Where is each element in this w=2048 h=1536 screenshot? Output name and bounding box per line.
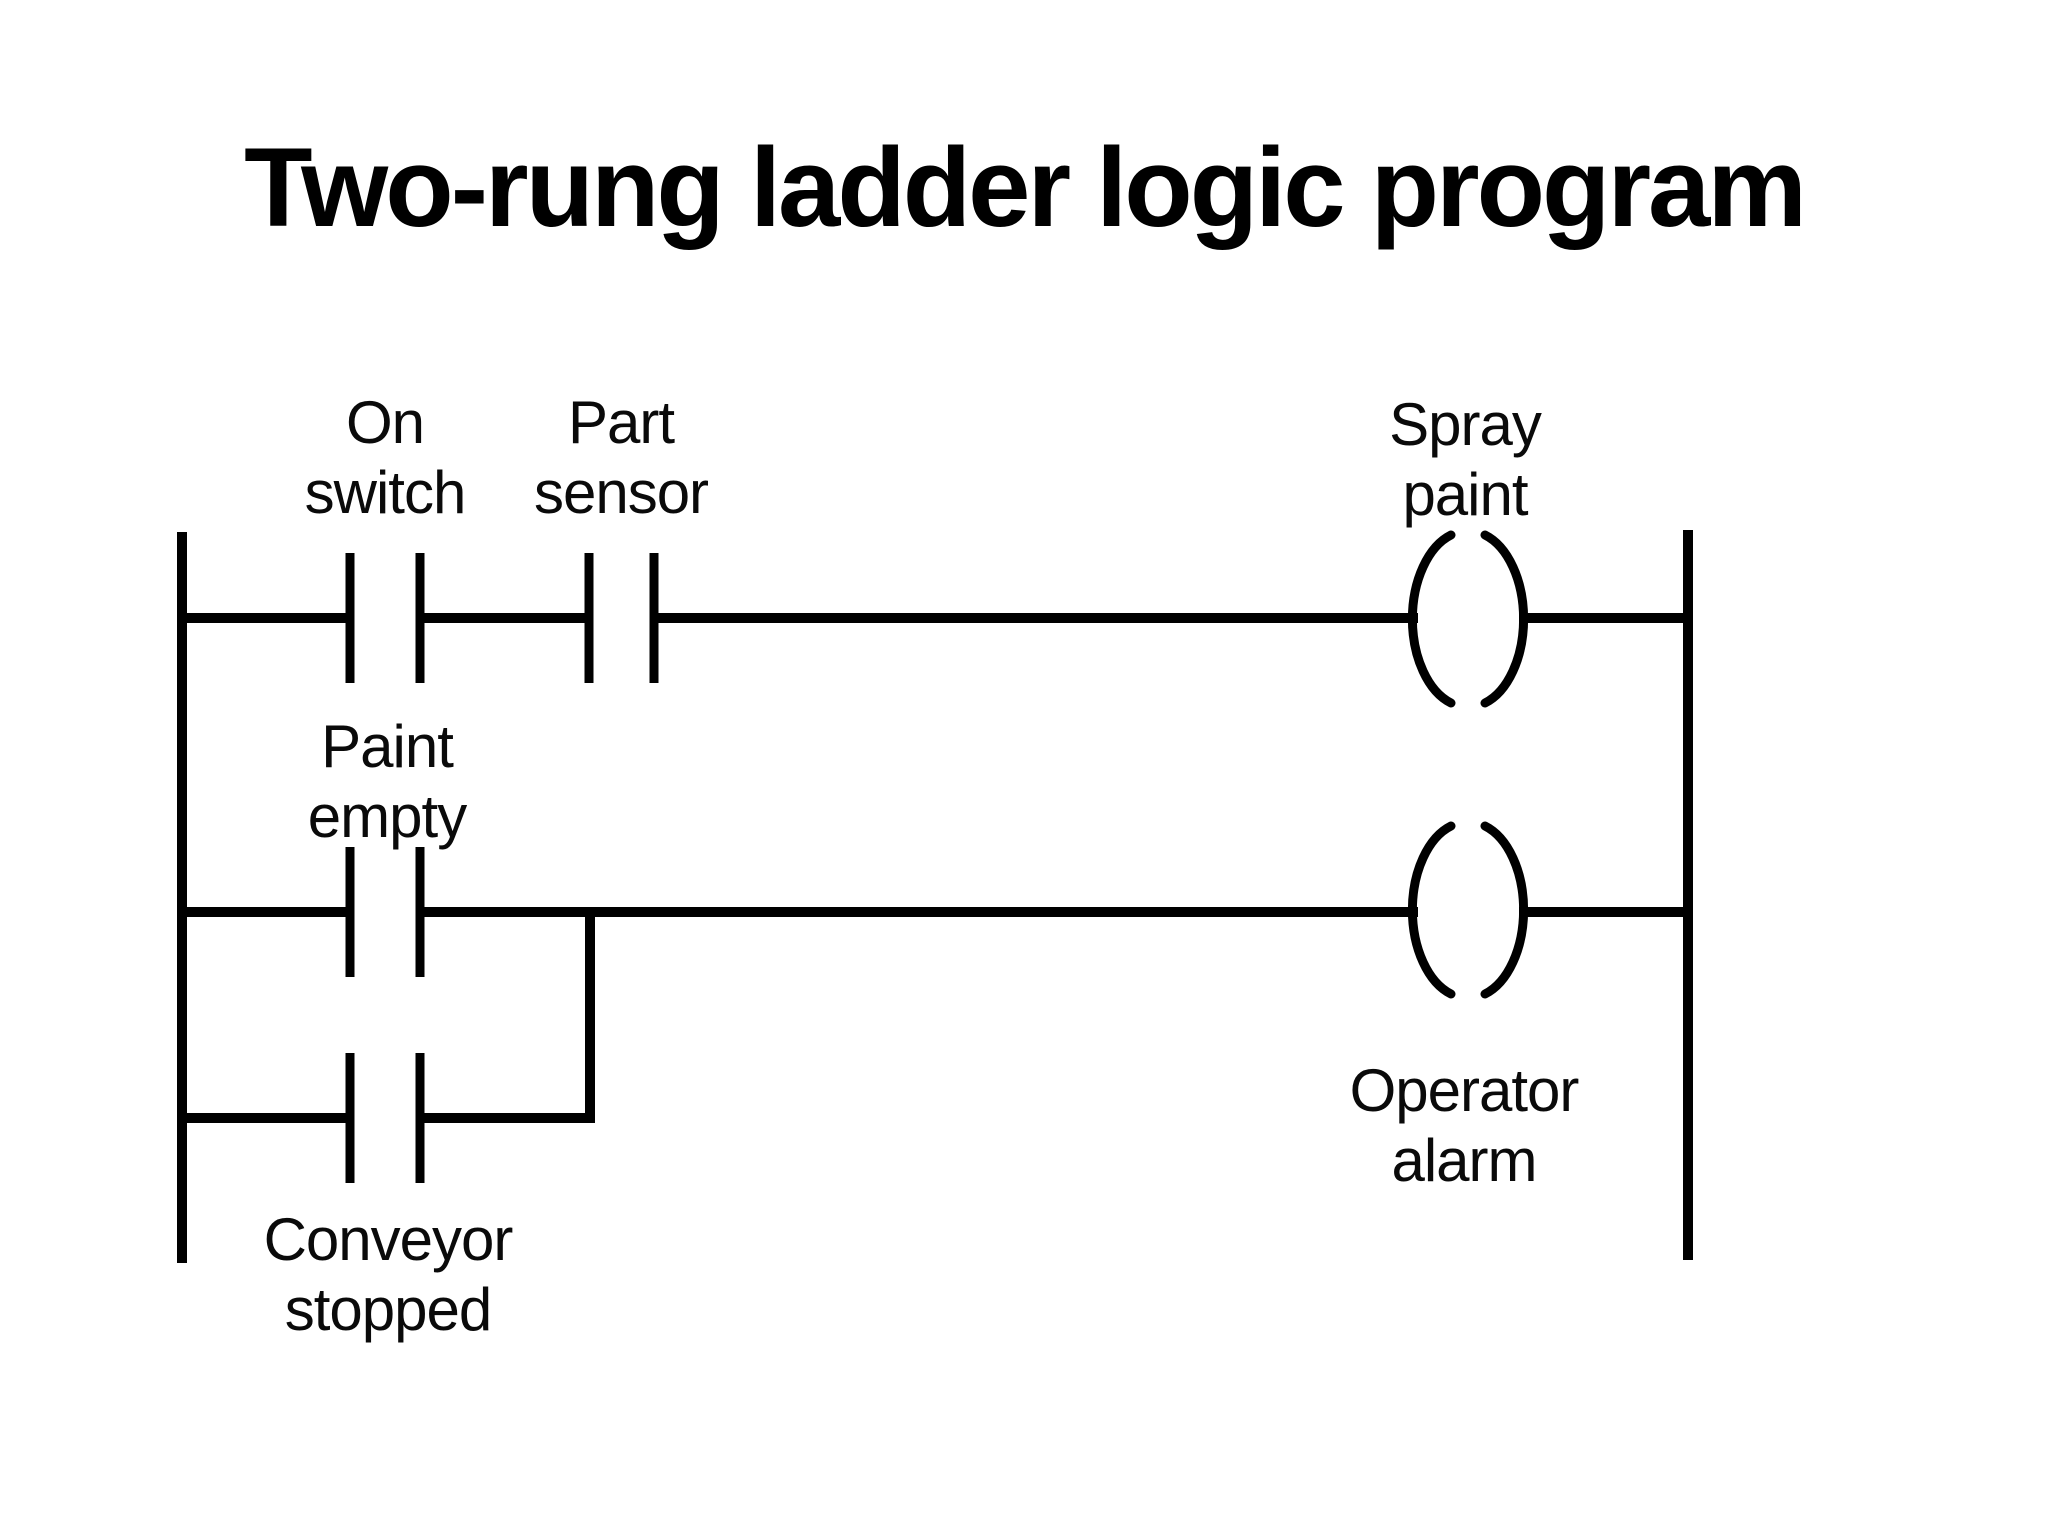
- label-line: stopped: [284, 1276, 493, 1343]
- label-line: Operator: [1349, 1057, 1580, 1124]
- coil-spray-paint-symbol: [1407, 530, 1529, 708]
- label-line: Conveyor: [263, 1206, 514, 1273]
- page-title: Two-rung ladder logic program: [244, 125, 1807, 250]
- branch-wire: [177, 908, 595, 1123]
- label-line: paint: [1402, 461, 1528, 528]
- label-paint-empty: Paint empty: [307, 712, 467, 852]
- label-conveyor-stopped: Conveyor stopped: [263, 1205, 514, 1345]
- label-part-sensor: Part sensor: [533, 388, 709, 528]
- contact-conveyor-stopped-symbol: [345, 1053, 425, 1183]
- label-on-switch: On switch: [304, 388, 467, 528]
- label-spray-paint: Spray paint: [1389, 390, 1542, 530]
- label-line: Spray: [1389, 391, 1542, 458]
- contact-on-switch-symbol: [345, 553, 425, 683]
- label-line: switch: [304, 459, 467, 526]
- contact-paint-empty-symbol: [345, 847, 425, 977]
- contact-part-sensor-symbol: [584, 553, 659, 683]
- label-operator-alarm: Operator alarm: [1349, 1056, 1580, 1196]
- label-line: Part: [567, 389, 675, 456]
- coil-operator-alarm-symbol: [1407, 821, 1529, 999]
- label-line: sensor: [533, 459, 709, 526]
- label-line: Paint: [321, 713, 454, 780]
- label-line: alarm: [1391, 1127, 1537, 1194]
- label-line: On: [345, 389, 425, 456]
- label-line: empty: [307, 783, 467, 850]
